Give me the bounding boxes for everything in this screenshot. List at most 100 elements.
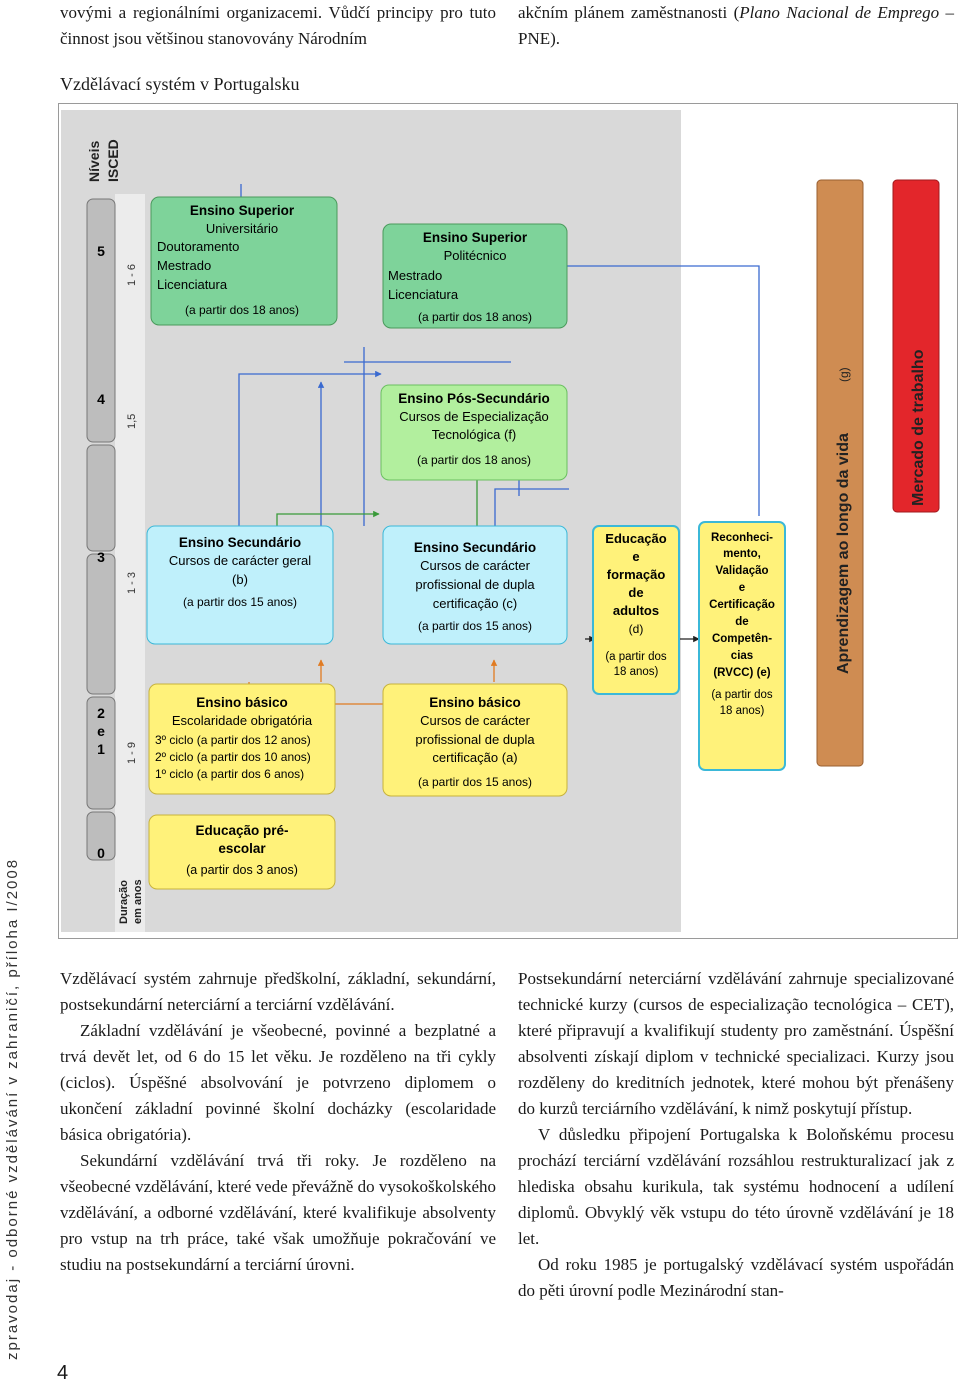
level-and: e [97,723,105,739]
box-sec-geral [146,525,334,645]
box-pos-secundario [380,384,568,481]
axis-bottom-1: Duração [118,880,130,924]
eb-prof-l1: Cursos de carácter [420,713,530,728]
level-0-bar [86,811,116,861]
aprendizagem-g: (g) [837,367,851,382]
rvcc-l3: Validação [715,565,768,577]
para-zakladni: Základní vzdělávání je všeobecné, povinn… [60,1021,496,1144]
top-left-text: vovými a regionálními organizacemi. Vůdč… [60,3,496,48]
axis-bottom-2: em anos [132,879,144,924]
eb-geral-title: Ensino básico [196,695,288,710]
level-5: 5 [97,243,105,259]
bar-aprendizagem [816,179,864,767]
es-poli-licenciatura: Licenciatura [388,287,459,302]
sec-prof-title: Ensino Secundário [414,540,536,555]
rvcc-age2: 18 anos) [720,705,765,717]
box-rvcc [698,521,786,771]
level-2-1-bar [86,696,116,810]
bottom-left-text: Vzdělávací systém zahrnuje předškolní, z… [60,966,496,1278]
eb-prof-l3: certificação (a) [432,750,517,765]
para-sekundarni: Sekundární vzdělávání trvá tři roky. Je … [60,1151,496,1274]
level-5-bar [86,198,116,443]
para-vzdelavaci-system: Vzdělávací systém zahrnuje předškolní, z… [60,969,496,1014]
diagram-svg: Níveis ISCED Duração em anos 5 4 3 2 e 1… [61,110,940,932]
eb-geral-c1: 1º ciclo (a partir dos 6 anos) [155,767,304,781]
es-poli-sub: Politécnico [444,248,507,263]
sec-geral-title: Ensino Secundário [179,535,301,550]
box-sec-prof [382,525,568,645]
adultos-age1: (a partir dos [605,651,667,663]
prof-line [494,488,569,526]
bottom-right-text: Postsekundární neterciární vzdělávání za… [518,966,954,1304]
adultos-l4: de [628,585,643,600]
rvcc-l6: de [735,616,748,628]
eb-geral-sub: Escolaridade obrigatória [172,713,313,728]
pre-escolar-age: (a partir dos 3 anos) [186,863,298,877]
pos-sec-tec: Tecnológica (f) [432,427,517,442]
level-2: 2 [97,705,105,721]
poli-to-rvcc [567,265,760,516]
para-od-roku: Od roku 1985 je portugalský vzdělávací s… [518,1255,954,1300]
sec-prof-l1: Cursos de carácter [420,558,530,573]
level-1: 1 [97,741,105,757]
eb-prof-title: Ensino básico [429,695,521,710]
es-poli-age: (a partir dos 18 anos) [418,310,532,324]
rvcc-l2: mento, [723,548,761,560]
bar-mercado [892,179,940,513]
eb-prof-l2: profissional de dupla [415,732,535,747]
adultos-l3: formação [607,567,666,582]
es-univ-age: (a partir dos 18 anos) [185,303,299,317]
es-poli-title: Ensino Superior [423,230,528,245]
pre-escolar-l1: Educação pré- [195,823,288,838]
figure-title: Vzdělávací systém v Portugalsku [60,74,300,94]
level-4-bar [86,444,116,552]
adultos-age2: 18 anos) [614,666,659,678]
pos-sec-sub: Cursos de Especialização [399,409,549,424]
axis-title-1: Níveis [86,141,102,182]
sec-geral-age: (a partir dos 15 anos) [183,595,297,609]
adultos-d: (d) [629,622,644,636]
es-univ-sub: Universitário [206,221,278,236]
rvcc-l1: Reconheci- [711,532,773,544]
rvcc-l8: cias [731,650,753,662]
level-0: 0 [97,845,105,861]
eb-geral-c3: 3º ciclo (a partir dos 12 anos) [155,733,311,747]
box-adultos [592,525,680,695]
adultos-l2: e [632,549,639,564]
aprendizagem-label: Aprendizagem ao longo da vida [835,433,852,674]
es-univ-mestrado: Mestrado [157,258,211,273]
box-es-universitario [150,196,338,326]
duration-1-6: 1 - 6 [126,264,138,286]
duration-1-9: 1 - 9 [126,742,138,764]
pos-sec-title: Ensino Pós-Secundário [398,391,550,406]
top-right-text: akčním plánem zaměstnanosti (Plano Nacio… [518,3,955,48]
rvcc-l4: e [739,582,745,594]
eb-geral-c2: 2º ciclo (a partir dos 10 anos) [155,750,311,764]
sec-prof-l2: profissional de dupla [415,577,535,592]
sec-to-poli-arrow [238,370,382,526]
para-postsekundarni: Postsekundární neterciární vzdělávání za… [518,969,954,1118]
es-univ-licenciatura: Licenciatura [157,277,228,292]
duration-1-5: 1,5 [126,414,138,429]
level-4: 4 [97,391,105,407]
para-bolonsky: V důsledku připojení Portugalska k Boloň… [518,1125,954,1248]
sec-prof-l3: certificação (c) [433,596,518,611]
axis-title-2: ISCED [105,139,121,182]
duration-1-3: 1 - 3 [126,572,138,594]
box-eb-prof [382,683,568,797]
level-3: 3 [97,549,105,565]
es-poli-mestrado: Mestrado [388,268,442,283]
sec-geral-b: (b) [232,572,248,587]
sec-geral-sub: Cursos de carácter geral [169,553,311,568]
box-es-politecnico [382,223,568,329]
page-number: 4 [57,1362,69,1384]
box-eb-geral [148,683,336,795]
rvcc-l5: Certificação [709,599,775,611]
eb-prof-age: (a partir dos 15 anos) [418,775,532,789]
adultos-l5: adultos [613,603,659,618]
level-3-bar [86,553,116,695]
pre-escolar-l2: escolar [218,841,266,856]
rvcc-l9: (RVCC) (e) [713,667,770,679]
education-diagram: Níveis ISCED Duração em anos 5 4 3 2 e 1… [58,103,958,939]
duration-strip [115,194,145,932]
